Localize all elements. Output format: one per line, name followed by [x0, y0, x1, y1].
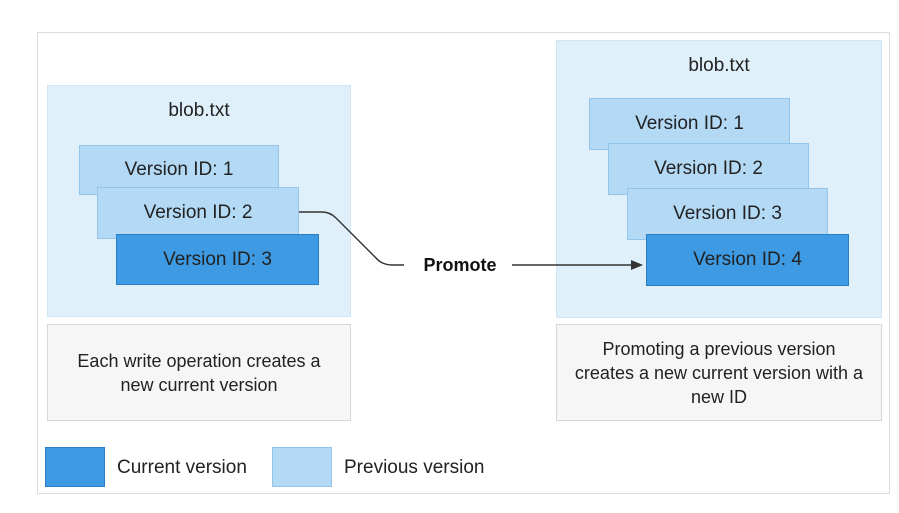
right-description: Promoting a previous version creates a n…	[556, 324, 882, 421]
legend-current-swatch	[45, 447, 105, 487]
right-version-3: Version ID: 3	[627, 188, 828, 240]
promote-label: Promote	[423, 255, 497, 275]
right-version-2: Version ID: 2	[608, 143, 809, 195]
right-version-4-current: Version ID: 4	[646, 234, 849, 286]
left-version-1: Version ID: 1	[79, 145, 279, 195]
left-version-3-current: Version ID: 3	[116, 234, 319, 285]
right-blob-title: blob.txt	[688, 55, 750, 76]
right-version-1: Version ID: 1	[589, 98, 790, 150]
legend-previous-swatch	[272, 447, 332, 487]
arrow-head-icon	[631, 260, 643, 270]
promote-curve-line	[299, 211, 404, 266]
left-blob-title: blob.txt	[168, 100, 230, 121]
left-description: Each write operation creates a new curre…	[47, 324, 351, 421]
legend-current-label: Current version	[117, 457, 247, 478]
legend-previous-label: Previous version	[344, 457, 485, 478]
